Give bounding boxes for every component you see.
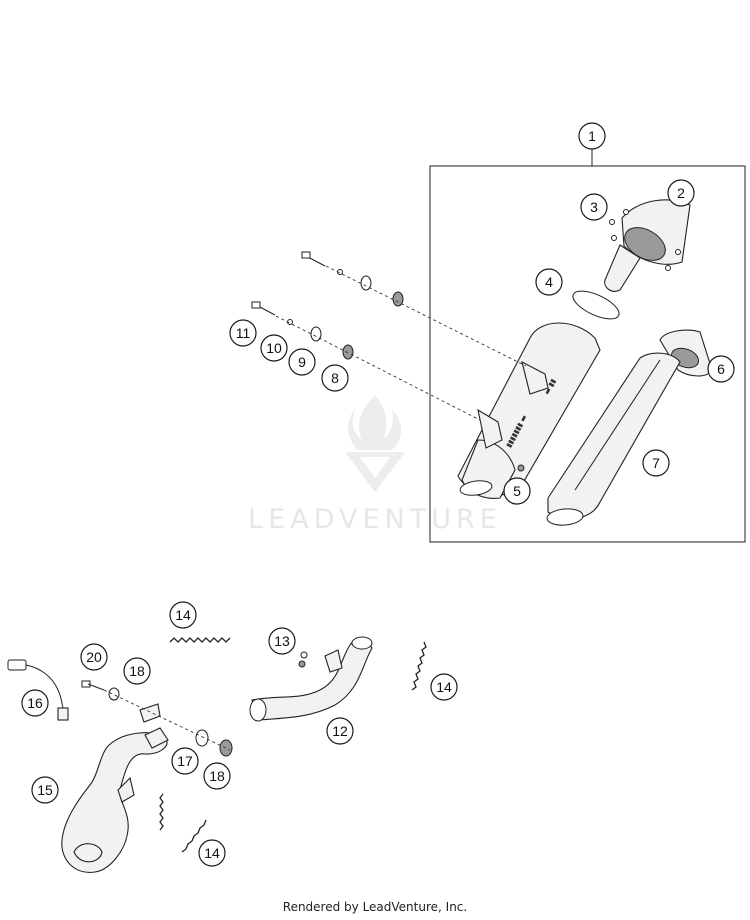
callout-5: 5	[503, 477, 531, 505]
callout-4: 4	[535, 268, 563, 296]
callout-9: 9	[288, 348, 316, 376]
watermark-text: LEADVENTURE	[248, 504, 502, 535]
callout-2: 2	[667, 179, 695, 207]
callout-14-top: 14	[169, 601, 197, 629]
callout-20: 20	[80, 643, 108, 671]
leadventure-watermark: LEADVENTURE	[248, 395, 502, 535]
upper-bolt-stack	[301, 251, 527, 367]
small-screw	[517, 464, 525, 472]
svg-text:18: 18	[209, 768, 225, 784]
svg-text:18: 18	[129, 663, 145, 679]
callout-18-lower: 18	[203, 762, 231, 790]
svg-text:1: 1	[588, 128, 596, 144]
svg-text:13: 13	[274, 633, 290, 649]
spring-right	[411, 641, 427, 691]
callout-11: 11	[229, 319, 257, 347]
svg-text:4: 4	[545, 274, 553, 290]
end-cap	[604, 199, 691, 292]
svg-text:11: 11	[236, 325, 251, 341]
end-cap-cover	[659, 329, 713, 377]
callout-7: 7	[642, 449, 670, 477]
spring-top	[169, 637, 231, 643]
lambda-sensor	[7, 659, 69, 721]
svg-text:14: 14	[175, 607, 191, 623]
callout-16: 16	[21, 689, 49, 717]
v-logo-icon	[345, 452, 405, 492]
spring-lower-2	[181, 819, 207, 853]
header-bolt-stack	[81, 680, 233, 757]
footer-credit: Rendered by LeadVenture, Inc.	[282, 900, 468, 914]
callout-17: 17	[171, 747, 199, 775]
silencer-body: ▮▮▮▮▮▮▮ ▬ ▬ ▮▮	[457, 322, 601, 499]
callout-3: 3	[580, 193, 608, 221]
spring-lower-1	[159, 793, 164, 831]
callout-14-bottom: 14	[198, 839, 226, 867]
silencer-sleeve	[546, 352, 681, 526]
svg-text:5: 5	[513, 483, 521, 499]
callout-18-upper: 18	[123, 657, 151, 685]
callout-15: 15	[31, 776, 59, 804]
svg-text:15: 15	[37, 782, 53, 798]
header-pipe	[61, 727, 169, 873]
svg-text:7: 7	[652, 455, 660, 471]
callout-14-right: 14	[430, 673, 458, 701]
callout-10: 10	[260, 334, 288, 362]
nut-washer	[298, 651, 308, 668]
svg-text:8: 8	[331, 370, 339, 386]
callout-6: 6	[707, 355, 735, 383]
svg-text:3: 3	[590, 199, 598, 215]
svg-text:6: 6	[717, 361, 725, 377]
lower-bolt-stack	[251, 301, 481, 421]
assembly-1-frame	[429, 149, 746, 543]
callout-12: 12	[326, 717, 354, 745]
svg-text:12: 12	[332, 723, 348, 739]
flame-logo-icon	[347, 395, 402, 450]
springs	[159, 637, 427, 853]
svg-text:10: 10	[266, 340, 282, 356]
svg-text:2: 2	[677, 185, 685, 201]
callout-8: 8	[321, 364, 349, 392]
svg-text:14: 14	[204, 845, 220, 861]
callouts: 1 2 3 4 5 6 7 8 9 10 11 12 13 14 14	[21, 122, 735, 867]
exhaust-pipe	[249, 636, 373, 722]
svg-text:9: 9	[298, 354, 306, 370]
svg-text:14: 14	[436, 679, 452, 695]
svg-text:20: 20	[86, 649, 102, 665]
svg-text:17: 17	[177, 753, 193, 769]
callout-13: 13	[268, 627, 296, 655]
svg-text:16: 16	[27, 695, 43, 711]
callout-1: 1	[578, 122, 606, 150]
o-ring	[572, 290, 620, 320]
